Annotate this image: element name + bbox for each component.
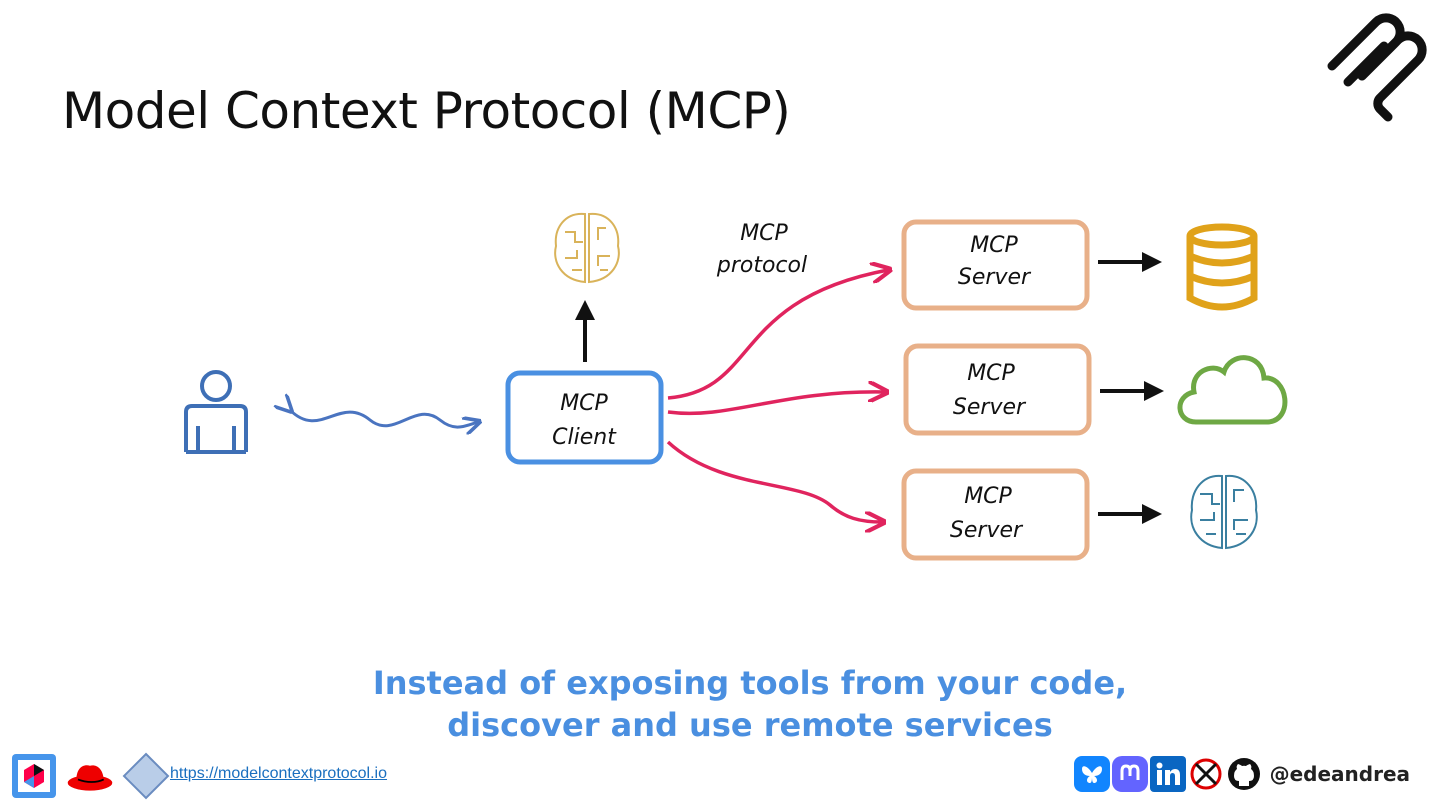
client-label-2: Client (552, 425, 617, 450)
user-client-wave (290, 410, 478, 427)
tagline: Instead of exposing tools from your code… (0, 662, 1440, 746)
brain-icon (1190, 474, 1258, 550)
tagline-line-2: discover and use remote services (447, 706, 1053, 744)
diamond-logo-icon (122, 752, 170, 800)
cloud-icon (1177, 355, 1288, 425)
server-1-label-2: Server (958, 265, 1032, 290)
protocol-arrow-3 (666, 440, 882, 522)
protocol-label-1: MCP (740, 221, 788, 246)
redhat-logo-icon (67, 765, 113, 791)
slide-title: Model Context Protocol (MCP) (62, 82, 791, 140)
tagline-line-1: Instead of exposing tools from your code… (372, 664, 1128, 702)
social-handle: @edeandrea (1269, 762, 1410, 786)
server-2-label-1: MCP (967, 361, 1015, 386)
protocol-arrow-2 (667, 392, 885, 416)
x-icon[interactable] (1188, 756, 1224, 792)
server-1-label-1: MCP (970, 233, 1018, 258)
mcp-server-2: MCP Server (903, 343, 1092, 436)
server-3-label-1: MCP (964, 484, 1012, 509)
footer-right: @edeandrea (1073, 756, 1410, 792)
linkedin-icon[interactable] (1149, 756, 1186, 792)
server-3-label-2: Server (950, 518, 1024, 543)
mcp-website-link[interactable]: https://modelcontextprotocol.io (170, 765, 388, 782)
user-icon (184, 370, 248, 454)
database-icon (1186, 223, 1258, 311)
github-icon[interactable] (1226, 756, 1262, 792)
protocol-label-2: protocol (716, 253, 807, 278)
server-2-label-2: Server (953, 395, 1027, 420)
bluesky-icon[interactable] (1073, 756, 1110, 792)
mcp-client-box (505, 370, 664, 465)
llm-brain-icon (554, 212, 620, 284)
footer-left: https://modelcontextprotocol.io (10, 750, 387, 802)
mcp-server-3: MCP Server (901, 468, 1090, 561)
client-label-1: MCP (560, 391, 608, 416)
protocol-arrow-1 (667, 270, 888, 400)
quarkus-logo-icon (12, 754, 56, 798)
mcp-server-1: MCP Server (901, 219, 1090, 311)
mcp-logo-icon (1327, 13, 1427, 122)
mastodon-icon[interactable] (1111, 756, 1148, 792)
